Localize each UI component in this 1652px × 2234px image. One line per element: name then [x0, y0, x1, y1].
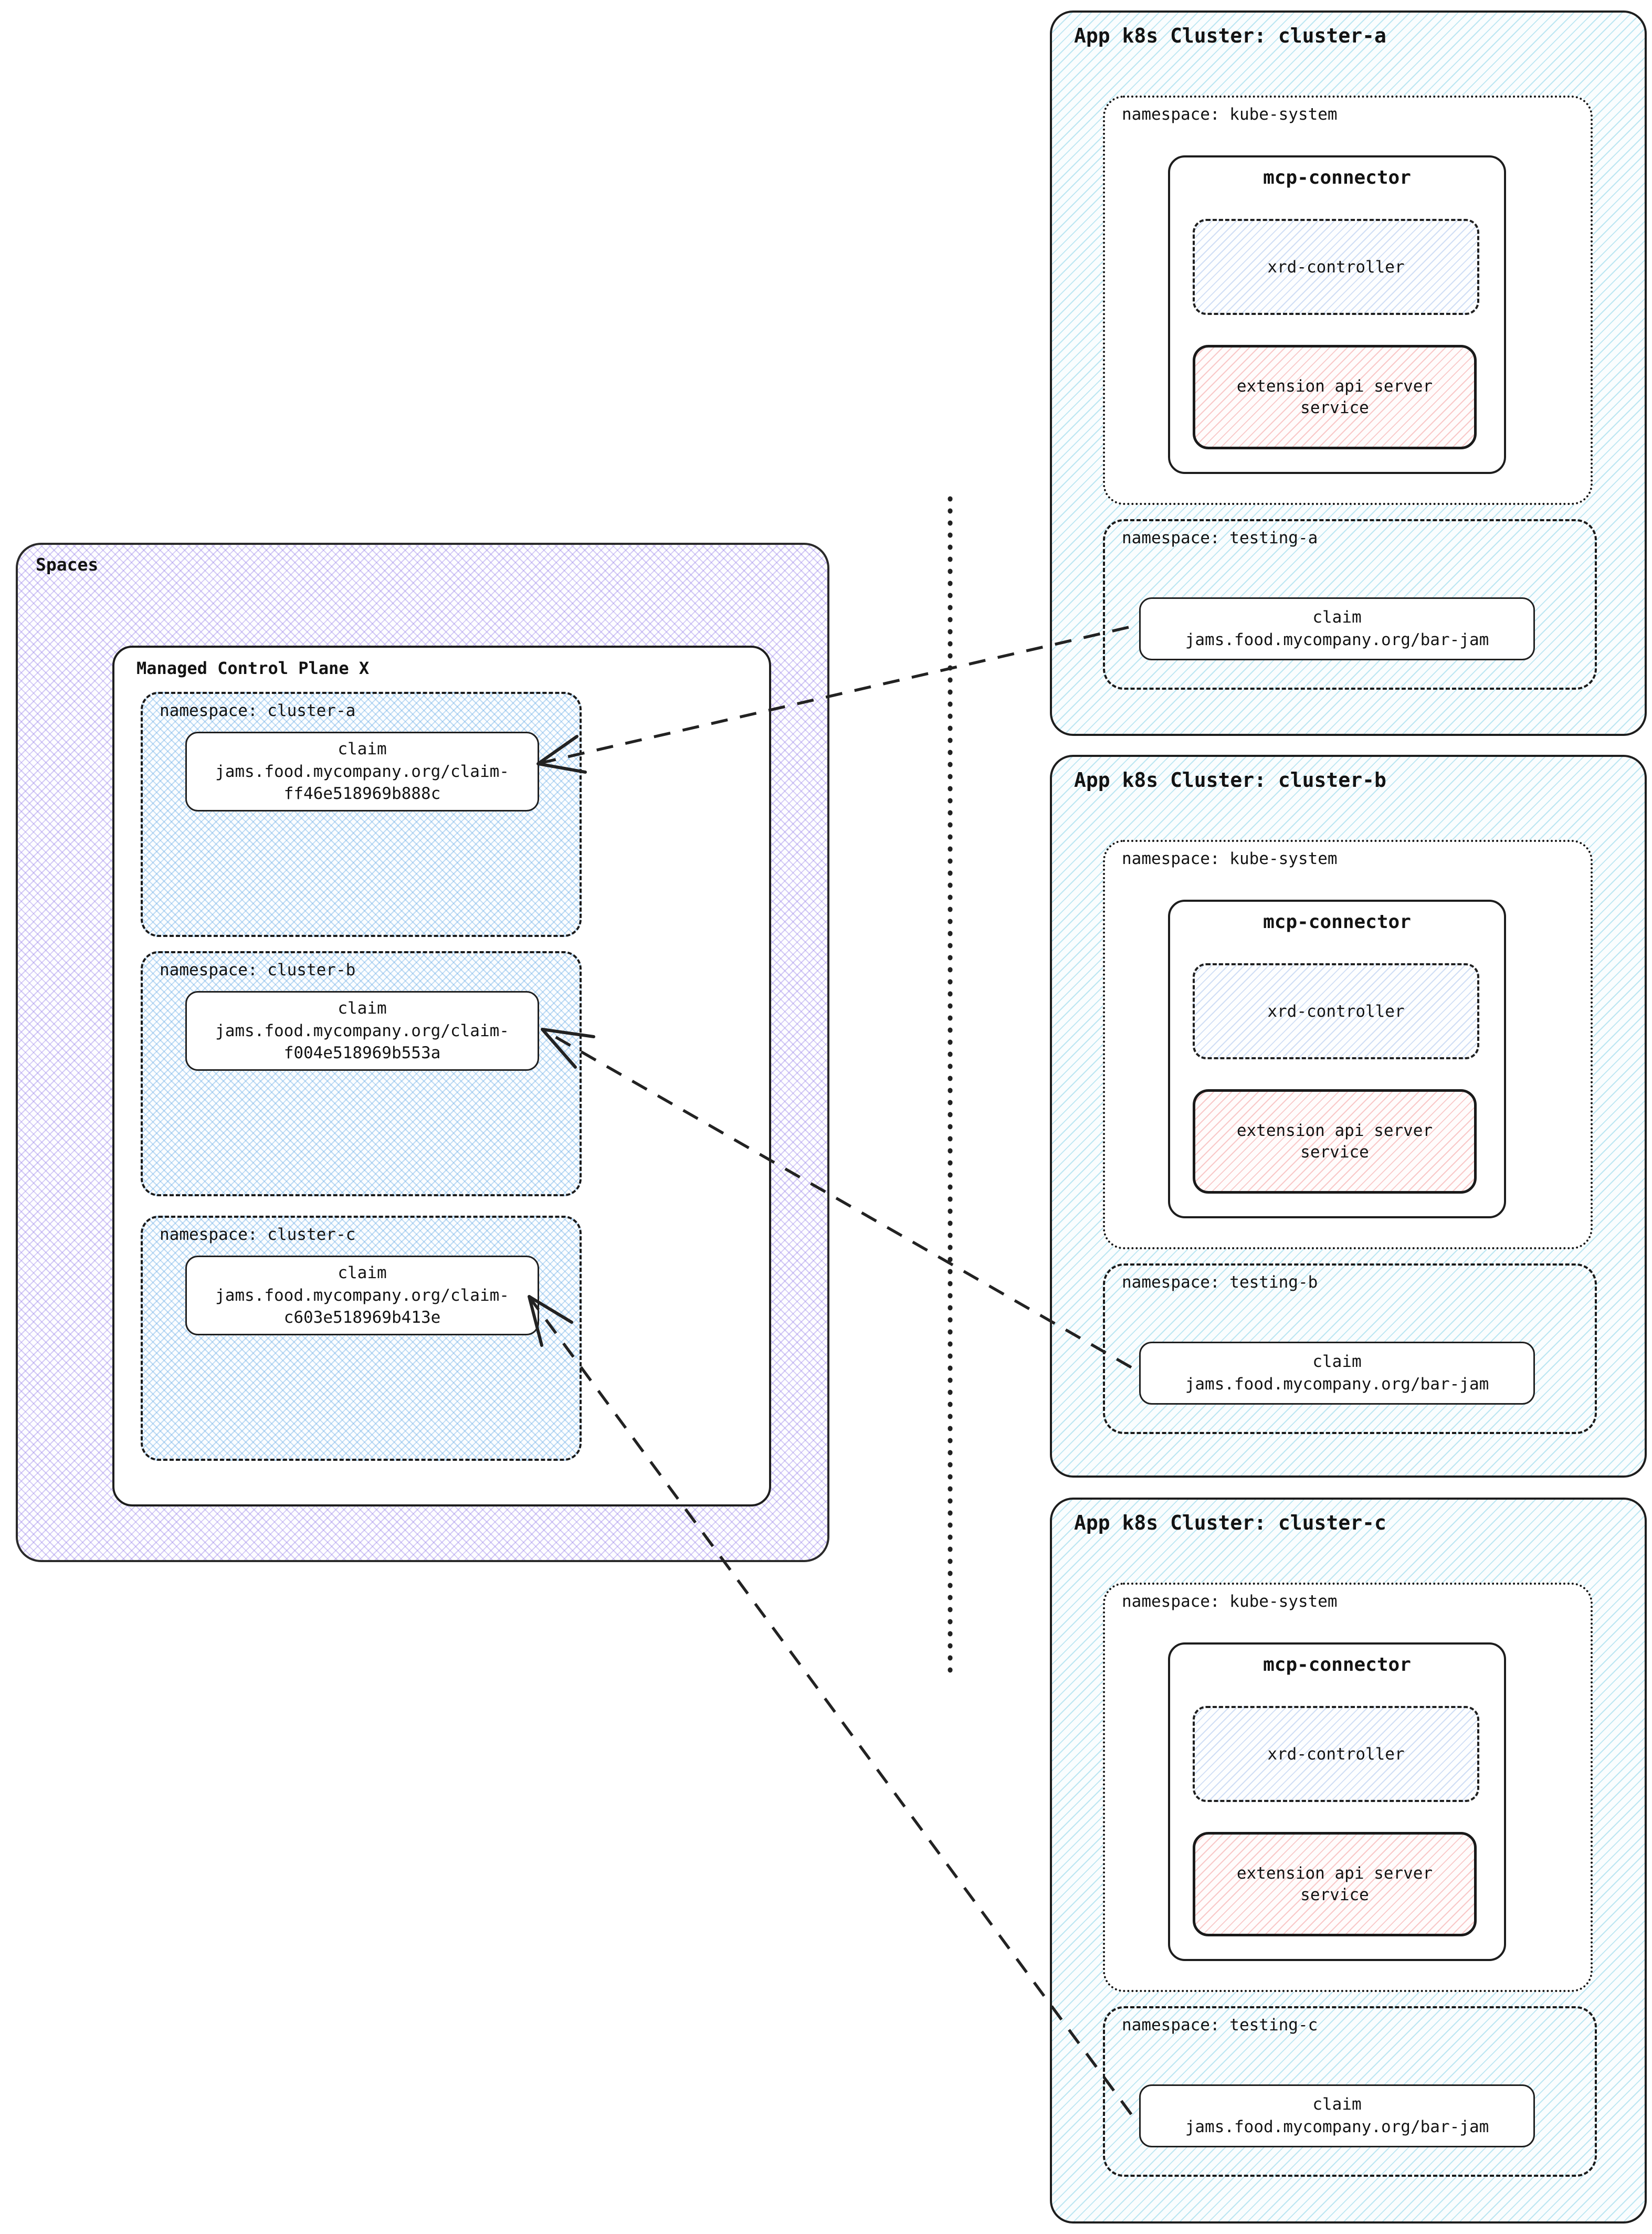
kube-system-namespace-a: namespace: kube-system mcp-connector xrd… [1103, 96, 1593, 505]
mcp-connector-box-c: mcp-connector xrd-controller extension a… [1168, 1642, 1506, 1961]
xrd-controller-box-b: xrd-controller [1193, 963, 1479, 1059]
kube-system-namespace-b: namespace: kube-system mcp-connector xrd… [1103, 840, 1593, 1249]
claim-box-cluster-b: claim jams.food.mycompany.org/claim- f00… [185, 991, 539, 1071]
claim-name: jams.food.mycompany.org/claim- c603e5189… [215, 1285, 509, 1327]
claim-title: claim [338, 998, 387, 1018]
spaces-panel: Spaces Managed Control Plane X namespace… [16, 543, 829, 1562]
mcp-connector-box-b: mcp-connector xrd-controller extension a… [1168, 900, 1506, 1218]
namespace-cluster-a-label: namespace: cluster-a [160, 701, 356, 720]
cluster-c-title: App k8s Cluster: cluster-c [1074, 1511, 1386, 1534]
kube-system-label: namespace: kube-system [1122, 1592, 1338, 1611]
cluster-b-title: App k8s Cluster: cluster-b [1074, 768, 1386, 792]
extension-api-server-box-b: extension api server service [1193, 1089, 1477, 1194]
testing-a-namespace: namespace: testing-a claim jams.food.myc… [1103, 519, 1597, 690]
namespace-cluster-b-label: namespace: cluster-b [160, 961, 356, 979]
namespace-cluster-c-box: namespace: cluster-c claim jams.food.myc… [141, 1216, 582, 1461]
claim-name: jams.food.mycompany.org/bar-jam [1185, 630, 1489, 649]
xrd-controller-box-c: xrd-controller [1193, 1706, 1479, 1802]
namespace-cluster-c-label: namespace: cluster-c [160, 1225, 356, 1244]
claim-title: claim [1312, 2095, 1362, 2114]
kube-system-label: namespace: kube-system [1122, 105, 1338, 124]
cluster-panel-b: App k8s Cluster: cluster-b namespace: ku… [1050, 755, 1647, 1478]
claim-box-cluster-c: claim jams.food.mycompany.org/claim- c60… [185, 1256, 539, 1335]
claim-name: jams.food.mycompany.org/bar-jam [1185, 1375, 1489, 1394]
namespace-cluster-b-box: namespace: cluster-b claim jams.food.myc… [141, 951, 582, 1196]
spaces-label: Spaces [36, 554, 99, 575]
claim-name: jams.food.mycompany.org/claim- ff46e5189… [215, 762, 509, 804]
xrd-controller-box-a: xrd-controller [1193, 219, 1479, 315]
testing-c-namespace: namespace: testing-c claim jams.food.myc… [1103, 2006, 1597, 2177]
claim-box-cluster-a: claim jams.food.mycompany.org/claim- ff4… [185, 732, 539, 812]
namespace-cluster-a-box: namespace: cluster-a claim jams.food.myc… [141, 692, 582, 937]
cluster-panel-c: App k8s Cluster: cluster-c namespace: ku… [1050, 1498, 1647, 2224]
extension-api-server-box-a: extension api server service [1193, 345, 1477, 449]
mcp-connector-label: mcp-connector [1263, 1654, 1411, 1675]
claim-title: claim [338, 739, 387, 758]
managed-control-plane-box: Managed Control Plane X namespace: clust… [112, 646, 771, 1506]
testing-a-label: namespace: testing-a [1122, 529, 1318, 547]
extension-api-server-box-c: extension api server service [1193, 1832, 1477, 1936]
managed-control-plane-label: Managed Control Plane X [136, 658, 370, 678]
mcp-connector-box-a: mcp-connector xrd-controller extension a… [1168, 155, 1506, 474]
claim-name: jams.food.mycompany.org/claim- f004e5189… [215, 1021, 509, 1063]
claim-title: claim [1312, 1352, 1362, 1372]
claim-box-testing-c: claim jams.food.mycompany.org/bar-jam [1139, 2084, 1535, 2147]
testing-c-label: namespace: testing-c [1122, 2016, 1318, 2035]
claim-title: claim [338, 1263, 387, 1282]
cluster-panel-a: App k8s Cluster: cluster-a namespace: ku… [1050, 10, 1647, 736]
testing-b-namespace: namespace: testing-b claim jams.food.myc… [1103, 1263, 1597, 1434]
kube-system-namespace-c: namespace: kube-system mcp-connector xrd… [1103, 1583, 1593, 1992]
mcp-connector-label: mcp-connector [1263, 167, 1411, 188]
testing-b-label: namespace: testing-b [1122, 1273, 1318, 1292]
claim-box-testing-b: claim jams.food.mycompany.org/bar-jam [1139, 1342, 1535, 1405]
kube-system-label: namespace: kube-system [1122, 849, 1338, 868]
claim-name: jams.food.mycompany.org/bar-jam [1185, 2117, 1489, 2136]
mcp-connector-label: mcp-connector [1263, 911, 1411, 933]
claim-title: claim [1312, 608, 1362, 627]
claim-box-testing-a: claim jams.food.mycompany.org/bar-jam [1139, 597, 1535, 660]
cluster-a-title: App k8s Cluster: cluster-a [1074, 24, 1386, 47]
